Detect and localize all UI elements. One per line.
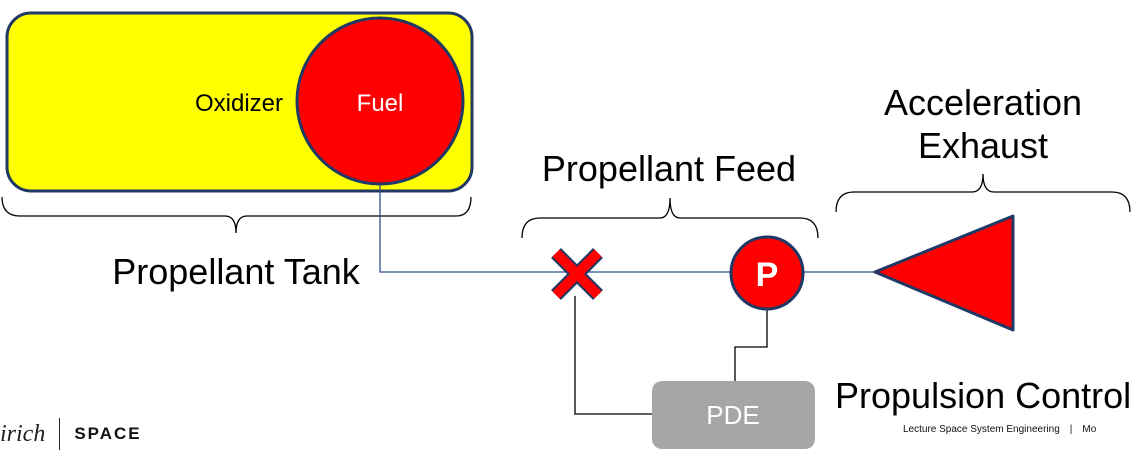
lecture-title: Lecture Space System Engineering <box>903 424 1060 435</box>
institution-logo: irich <box>0 420 46 447</box>
pump-control-wire <box>734 309 768 381</box>
propellant-tank-label: Propellant Tank <box>112 251 361 292</box>
exhaust-label: Exhaust <box>918 125 1048 166</box>
footer-info: Lecture Space System Engineering | Mo <box>903 424 1096 435</box>
feed-pipe <box>379 184 875 273</box>
pump-label: P <box>756 256 779 294</box>
footer-logo: irich SPACE <box>0 418 142 450</box>
footer-separator: | <box>1069 424 1073 435</box>
valve-control-wire <box>574 296 652 415</box>
propellant-tank-brace <box>1 196 472 234</box>
pde-box <box>652 381 815 449</box>
acceleration-label: Acceleration <box>884 82 1082 123</box>
acceleration-exhaust-brace <box>835 173 1131 213</box>
propellant-feed-brace <box>521 197 819 239</box>
nozzle-icon <box>873 214 1015 332</box>
propulsion-control-label: Propulsion Control <box>835 375 1131 416</box>
footer-trailing: Mo <box>1082 424 1097 435</box>
pde-label: PDE <box>706 400 759 430</box>
fuel-label: Fuel <box>357 90 404 117</box>
valve-icon <box>551 248 603 300</box>
space-logo: SPACE <box>74 424 142 443</box>
pump-icon <box>729 235 805 311</box>
oxidizer-label: Oxidizer <box>195 90 283 117</box>
logo-divider <box>59 418 61 450</box>
propellant-feed-label: Propellant Feed <box>542 148 796 189</box>
